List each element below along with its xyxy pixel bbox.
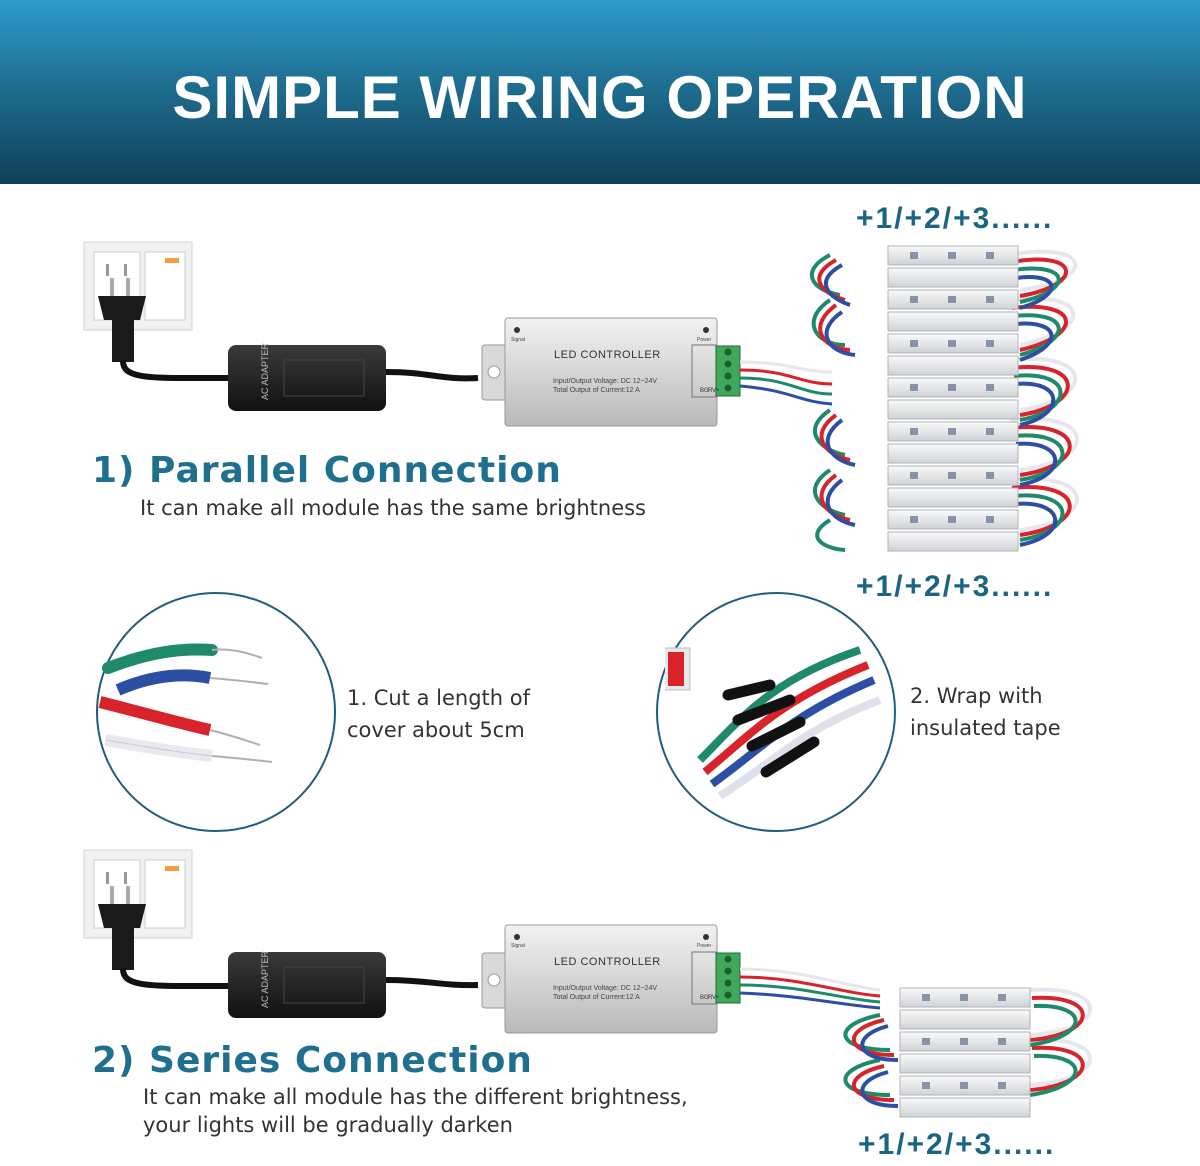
ac-adapter-icon: AC ADAPTER xyxy=(228,950,386,1018)
parallel-title: 1) Parallel Connection xyxy=(92,450,562,491)
parallel-description: It can make all module has the same brig… xyxy=(140,496,646,520)
led-controller-icon: Signal Power LED CONTROLLER Input/Output… xyxy=(481,317,741,427)
series-description: It can make all module has the different… xyxy=(143,1083,688,1139)
adapter-label-2: AC ADAPTER xyxy=(260,950,270,1008)
controller-power-label-2: Power xyxy=(697,943,712,949)
led-module-icon xyxy=(843,987,1092,1118)
controller-spec-1: Input/Output Voltage: DC 12~24V xyxy=(553,378,657,385)
controller-spec-2: Total Output of Current:12 A xyxy=(553,387,640,394)
controller-label: LED CONTROLLER xyxy=(554,349,661,361)
controller-terminal-label: G xyxy=(704,995,709,1001)
parallel-count-bottom: +1/+2/+3...... xyxy=(856,570,1054,603)
power-plug-icon xyxy=(98,886,146,970)
led-module-icon xyxy=(809,245,1079,552)
ac-adapter-icon: AC ADAPTER xyxy=(228,342,386,411)
controller-terminal-label: V+ xyxy=(712,995,720,1001)
taped-wire-icon xyxy=(656,592,896,832)
controller-terminal-label: V+ xyxy=(712,388,720,394)
step2-text: 2. Wrap with insulated tape xyxy=(910,680,1061,744)
series-count-bottom: +1/+2/+3...... xyxy=(858,1128,1056,1161)
adapter-label: AC ADAPTER xyxy=(260,342,270,400)
controller-spec-1-b: Input/Output Voltage: DC 12~24V xyxy=(553,985,657,992)
power-plug-icon xyxy=(98,278,146,362)
step1-line2: cover about 5cm xyxy=(347,718,525,742)
series-description-line1: It can make all module has the different… xyxy=(143,1085,688,1109)
series-title: 2) Series Connection xyxy=(92,1040,533,1081)
step1-text: 1. Cut a length of cover about 5cm xyxy=(347,682,530,746)
step2-line1: 2. Wrap with xyxy=(910,684,1043,708)
step2-line2: insulated tape xyxy=(910,716,1061,740)
controller-power-label: Power xyxy=(697,337,712,343)
controller-terminal-label: B xyxy=(700,388,704,394)
controller-label-2: LED CONTROLLER xyxy=(554,956,661,968)
step1-line1: 1. Cut a length of xyxy=(347,686,530,710)
series-description-line2: your lights will be gradually darken xyxy=(143,1113,513,1137)
controller-terminal-label: R xyxy=(708,995,713,1001)
controller-terminal-label: R xyxy=(708,388,713,394)
controller-terminal-label: G xyxy=(704,388,709,394)
cut-wire-icon xyxy=(96,592,336,832)
led-controller-icon: Signal Power LED CONTROLLER Input/Output… xyxy=(481,924,741,1034)
page-title: SIMPLE WIRING OPERATION xyxy=(172,64,1028,131)
parallel-count-top: +1/+2/+3...... xyxy=(856,202,1054,235)
header-banner: SIMPLE WIRING OPERATION xyxy=(0,0,1200,184)
controller-signal-label: Signal xyxy=(511,337,525,343)
controller-spec-2-b: Total Output of Current:12 A xyxy=(553,994,640,1001)
controller-terminal-label: B xyxy=(700,995,704,1001)
controller-signal-label-2: Signal xyxy=(511,943,525,949)
